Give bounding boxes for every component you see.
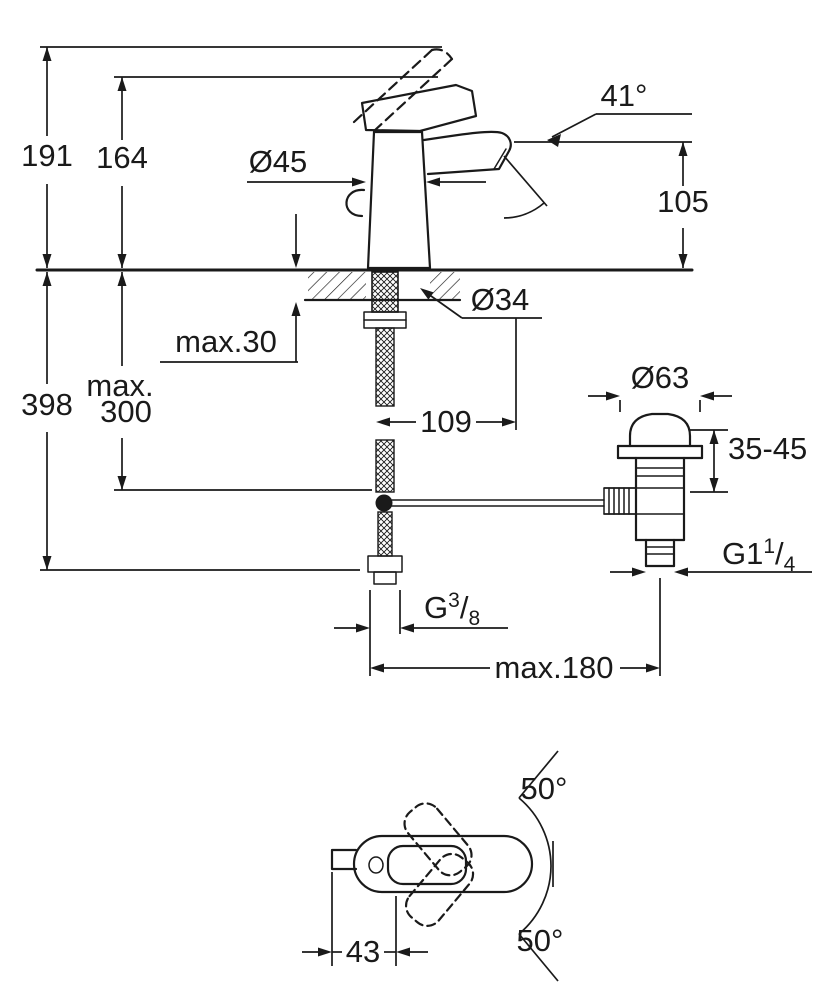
faucet-body xyxy=(366,130,432,270)
dim-waste-thread xyxy=(610,567,812,577)
label-d34: Ø34 xyxy=(471,282,530,317)
rod-ball-joint xyxy=(375,494,393,512)
handle-body-outline xyxy=(352,834,534,894)
dim-hole-diameter xyxy=(420,288,542,430)
dim-body-diameter xyxy=(247,177,486,187)
label-164: 164 xyxy=(96,140,148,175)
clamp-knob xyxy=(603,487,637,515)
label-41deg: 41° xyxy=(601,78,648,113)
lever-raised-position xyxy=(352,48,454,133)
aerator-face xyxy=(493,148,507,170)
dim-waste-diameter xyxy=(588,391,732,412)
label-g1-1-4: G11/4 xyxy=(722,535,796,576)
pop-up-rod xyxy=(391,499,605,507)
dim-offset-109 xyxy=(376,417,516,427)
dimension-labels: 191 164 Ø45 41° 105 max.30 Ø34 398 max. … xyxy=(21,78,807,969)
dim-spout-height xyxy=(514,141,692,268)
label-35-45: 35-45 xyxy=(728,431,807,466)
dim-tip-offset xyxy=(302,872,428,966)
label-max: max. xyxy=(86,368,153,403)
flex-hose-lower xyxy=(377,511,393,557)
dim-398 xyxy=(40,272,360,571)
dim-hose-thread xyxy=(334,590,508,634)
flex-hose-upper xyxy=(375,327,395,407)
flex-hose-middle xyxy=(375,439,395,493)
hose-end xyxy=(373,571,397,585)
dim-max300 xyxy=(114,272,372,491)
label-105: 105 xyxy=(657,184,709,219)
label-d45: Ø45 xyxy=(249,144,308,179)
label-max180: max.180 xyxy=(495,650,614,685)
handle-top-view xyxy=(302,750,559,982)
lever-front-hook xyxy=(345,188,366,218)
cartridge-dot xyxy=(368,856,384,874)
lever-grip-outline xyxy=(386,844,468,886)
pop-up-waste xyxy=(603,412,704,568)
hose-nut xyxy=(367,555,403,573)
label-d63: Ø63 xyxy=(631,360,690,395)
label-109: 109 xyxy=(420,404,472,439)
waste-body xyxy=(603,456,686,542)
dim-clamp-range xyxy=(690,429,728,493)
waste-tail-thread xyxy=(644,538,676,568)
faucet-lever xyxy=(360,83,478,133)
label-50deg-top: 50° xyxy=(521,771,568,806)
label-g-3-8: G3/8 xyxy=(424,589,480,630)
swivel-angle-annotation xyxy=(518,750,559,982)
label-50deg-bottom: 50° xyxy=(517,923,564,958)
label-300: 300 xyxy=(100,394,152,429)
waste-flange xyxy=(616,444,704,460)
dim-deck-thickness xyxy=(160,214,301,363)
label-43: 43 xyxy=(346,934,380,969)
label-191: 191 xyxy=(21,138,73,173)
faucet-side-view xyxy=(345,48,512,270)
label-max30: max.30 xyxy=(175,324,277,359)
dim-191 xyxy=(40,46,442,268)
dim-spout-angle xyxy=(503,113,692,219)
lever-swivel-down xyxy=(404,852,475,927)
deck-hatch-left xyxy=(308,272,366,300)
dim-164 xyxy=(114,76,438,268)
aerator-top-view xyxy=(330,848,358,871)
supply-hose xyxy=(363,271,605,585)
threaded-shank xyxy=(371,271,399,313)
label-398: 398 xyxy=(21,387,73,422)
waste-plug-dome xyxy=(628,412,692,448)
mounting-deck xyxy=(35,268,694,302)
deck-hatch-right xyxy=(430,272,460,300)
dim-max-reach xyxy=(369,578,661,676)
faucet-spout xyxy=(422,130,512,176)
